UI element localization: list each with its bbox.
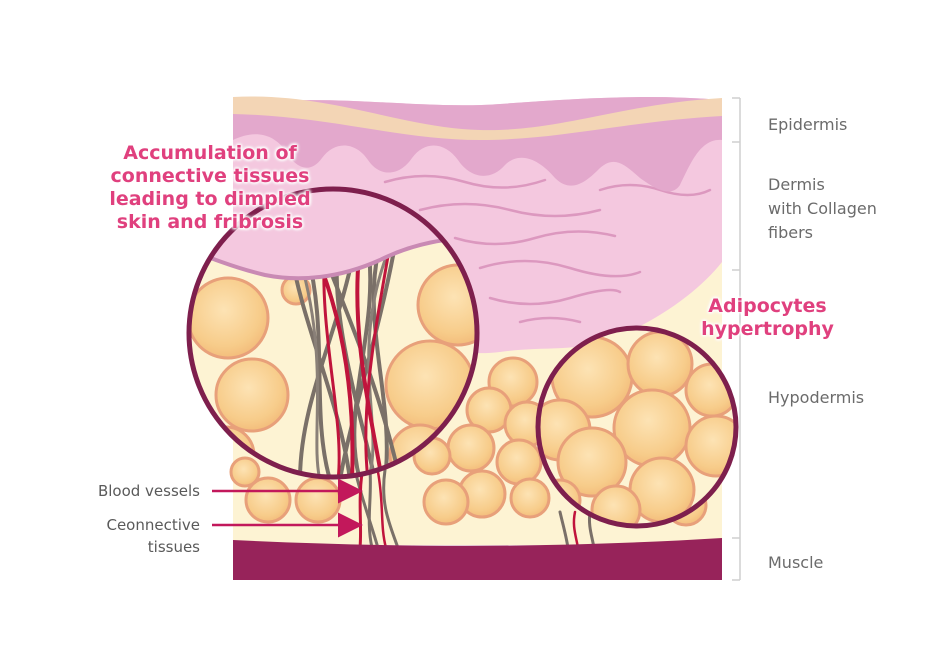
dermis-label: Dermis with Collagen fibers <box>768 175 877 242</box>
epidermis-label: Epidermis <box>768 115 848 134</box>
muscle-label: Muscle <box>768 553 824 572</box>
connective-tissues-label: Ceonnective tissues <box>106 516 200 556</box>
muscle-layer <box>233 538 722 580</box>
adipocytes-magnifier-ring <box>535 325 739 529</box>
blood-vessels-label: Blood vessels <box>97 482 200 500</box>
adipocytes-callout: Adipocytes hypertrophy <box>701 295 834 340</box>
hypodermis-label: Hypodermis <box>768 388 865 407</box>
layer-brackets <box>732 97 741 581</box>
connective-magnifier-ring <box>186 186 480 480</box>
connective-tissue-magnifier <box>189 189 477 477</box>
epidermis-layer <box>233 96 722 140</box>
connective-tissue-callout: Accumulation of connective tissues leadi… <box>109 142 311 233</box>
